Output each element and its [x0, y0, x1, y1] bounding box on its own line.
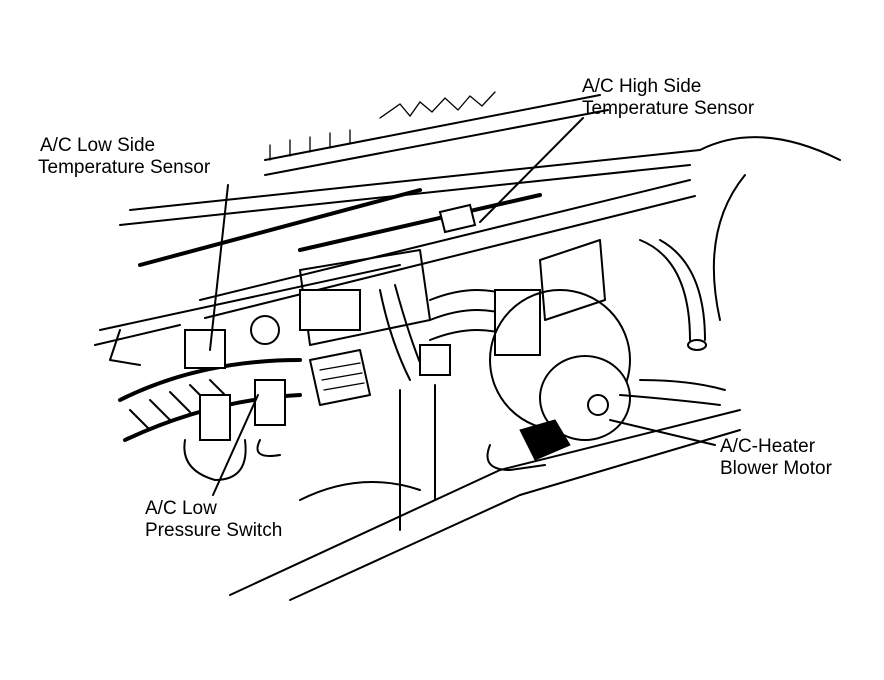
label-low-side-line2: Temperature Sensor — [38, 157, 211, 178]
label-low-side-line1: A/C Low Side — [40, 135, 156, 156]
label-low-side-sensor: A/C Low Side Temperature Sensor — [38, 135, 210, 179]
label-blower-line2: Blower Motor — [720, 458, 832, 479]
label-blower-line1: A/C-Heater — [720, 436, 816, 457]
label-blower-motor: A/C-Heater Blower Motor — [720, 436, 832, 480]
label-low-pressure-line1: A/C Low — [145, 498, 217, 519]
leader-lines — [209, 117, 716, 496]
label-low-pressure-switch: A/C Low Pressure Switch — [145, 498, 282, 542]
label-high-side-sensor: A/C High Side Temperature Sensor — [582, 76, 754, 120]
blower-motor — [486, 289, 726, 471]
refrigerant-line — [199, 179, 707, 351]
label-high-side-line1: A/C High Side — [582, 76, 702, 97]
leader-high-side — [479, 117, 584, 223]
accumulator-hoses — [109, 315, 302, 481]
lower-body-lines — [229, 384, 741, 601]
label-low-pressure-line2: Pressure Switch — [145, 520, 283, 541]
label-high-side-line2: Temperature Sensor — [582, 98, 755, 119]
leader-blower — [609, 419, 716, 446]
leader-low-side — [209, 184, 229, 351]
leader-low-pressure — [212, 394, 259, 496]
cowl-panel — [94, 91, 841, 346]
engine-block — [299, 239, 606, 406]
